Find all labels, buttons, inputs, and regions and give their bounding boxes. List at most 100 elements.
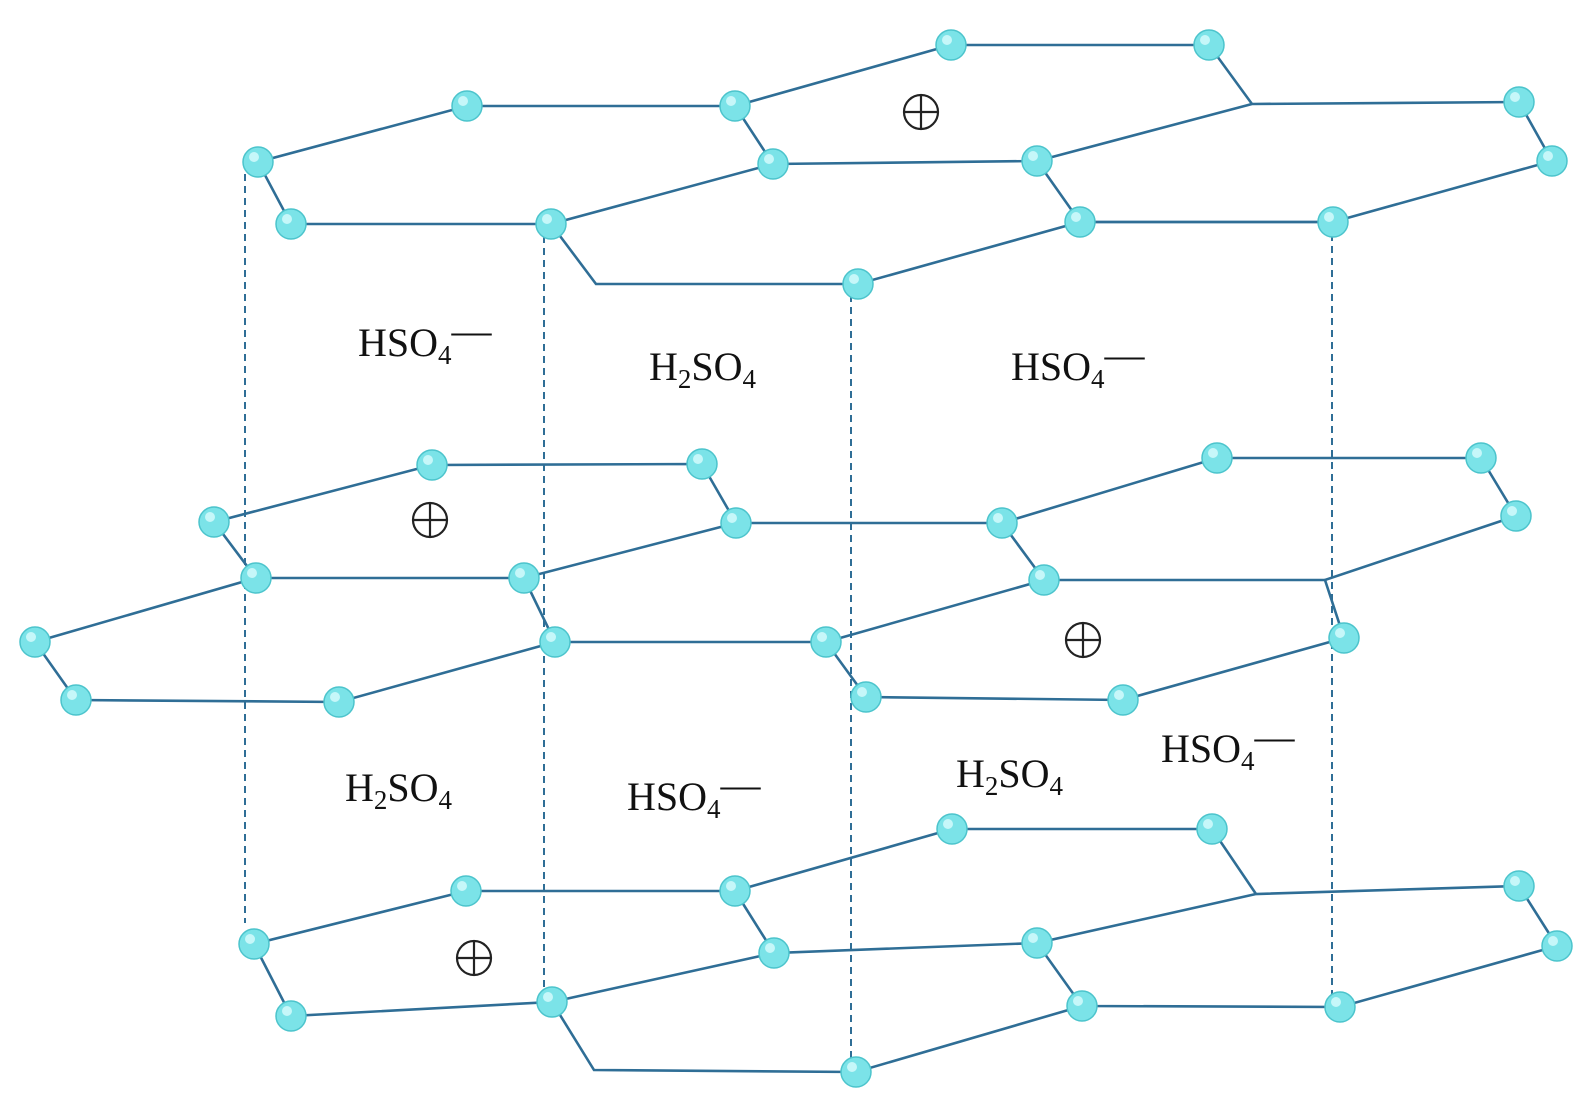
atom-highlight [26,632,36,642]
atom-highlight [543,992,553,1002]
atom-highlight [693,454,703,464]
carbon-atom [1028,564,1060,596]
carbon-atom [19,626,51,658]
positive-charge-icon [902,93,940,131]
vertical-guides [244,162,1333,1058]
atom-highlight [1028,933,1038,943]
carbon-atom [1064,206,1096,238]
carbon-atom [840,1056,872,1088]
atom-highlight [847,1062,857,1072]
carbon-atom [451,90,483,122]
carbon-atom [935,29,967,61]
carbon-atom [1021,927,1053,959]
atom-highlight [1208,448,1218,458]
atom-highlight [1071,212,1081,222]
atom-highlight [247,568,257,578]
atom-highlight [726,96,736,106]
atom-highlight [282,1006,292,1016]
carbon-atom [1465,442,1497,474]
bond [824,578,1046,644]
bond [252,827,1084,1074]
carbon-atom [1021,145,1053,177]
atom-highlight [943,819,953,829]
atom-highlight [249,152,259,162]
bond [553,578,1346,702]
atom-highlight [282,214,292,224]
atom-highlight [1203,819,1213,829]
atom-highlight [764,154,774,164]
atom-highlight [457,881,467,891]
carbon-atom [810,626,842,658]
atom-highlight [542,214,552,224]
carbon-atom [275,208,307,240]
atom-highlight [546,632,556,642]
atom-highlight [817,632,827,642]
carbon-atom [1536,145,1568,177]
carbon-atom [275,1000,307,1032]
carbon-atom [1317,206,1349,238]
atom-highlight [205,512,215,522]
label-h2so4-bot-right: H2SO4 [956,751,1064,801]
atom-highlight [245,934,255,944]
bond [430,456,1518,582]
atom-highlight [1331,997,1341,1007]
atom-highlight [1507,506,1517,516]
carbon-atom [1328,622,1360,654]
carbon-atom [1201,442,1233,474]
carbon-atom [198,506,230,538]
atom-highlight [1510,92,1520,102]
atom-highlight [1472,448,1482,458]
carbon-atom [60,684,92,716]
carbon-atom [1500,500,1532,532]
label-h2so4-top-mid: H2SO4 [649,344,757,394]
carbon-atom [416,449,448,481]
atom-highlight [67,690,77,700]
positive-charge-icon [411,501,449,539]
carbon-atom [1066,990,1098,1022]
label-hso4-bot-far: HSO4— [1161,714,1296,776]
graphene-layer-middle [19,442,1532,718]
carbon-atom [535,208,567,240]
carbon-atom [536,986,568,1018]
bond [950,827,1560,1009]
atom-highlight [1548,936,1558,946]
carbon-atom [238,928,270,960]
carbon-atom [719,90,751,122]
label-hso4-top-right: HSO4— [1011,332,1146,394]
carbon-atom [936,813,968,845]
atom-highlight [993,513,1003,523]
atom-highlight [1028,151,1038,161]
carbon-atom [719,875,751,907]
atom-highlight [458,96,468,106]
atom-highlight [1073,996,1083,1006]
graphene-layer-bottom [238,813,1573,1088]
label-hso4-bot-mid: HSO4— [627,762,762,824]
carbon-atom [842,268,874,300]
bond [256,43,1082,286]
bond [549,162,775,226]
atom-highlight [727,513,737,523]
atom-highlight [515,568,525,578]
label-hso4-top-left: HSO4— [358,308,493,370]
label-h2so4-bot-left: H2SO4 [345,765,453,815]
atom-highlight [1324,212,1334,222]
carbon-atom [508,562,540,594]
atom-highlight [857,687,867,697]
carbon-atom [539,626,571,658]
atom-highlight [1335,628,1345,638]
bond [32,576,557,704]
carbon-atom [720,507,752,539]
carbon-atom [1503,870,1535,902]
atom-highlight [1035,570,1045,580]
atom-highlight [330,692,340,702]
carbon-atom [242,146,274,178]
bond [949,43,1554,224]
carbon-atom [850,681,882,713]
carbon-atom [1193,29,1225,61]
positive-charge-icon [1064,621,1102,659]
carbon-atom [986,507,1018,539]
carbon-atom [758,937,790,969]
atom-highlight [849,274,859,284]
carbon-atom [1541,930,1573,962]
